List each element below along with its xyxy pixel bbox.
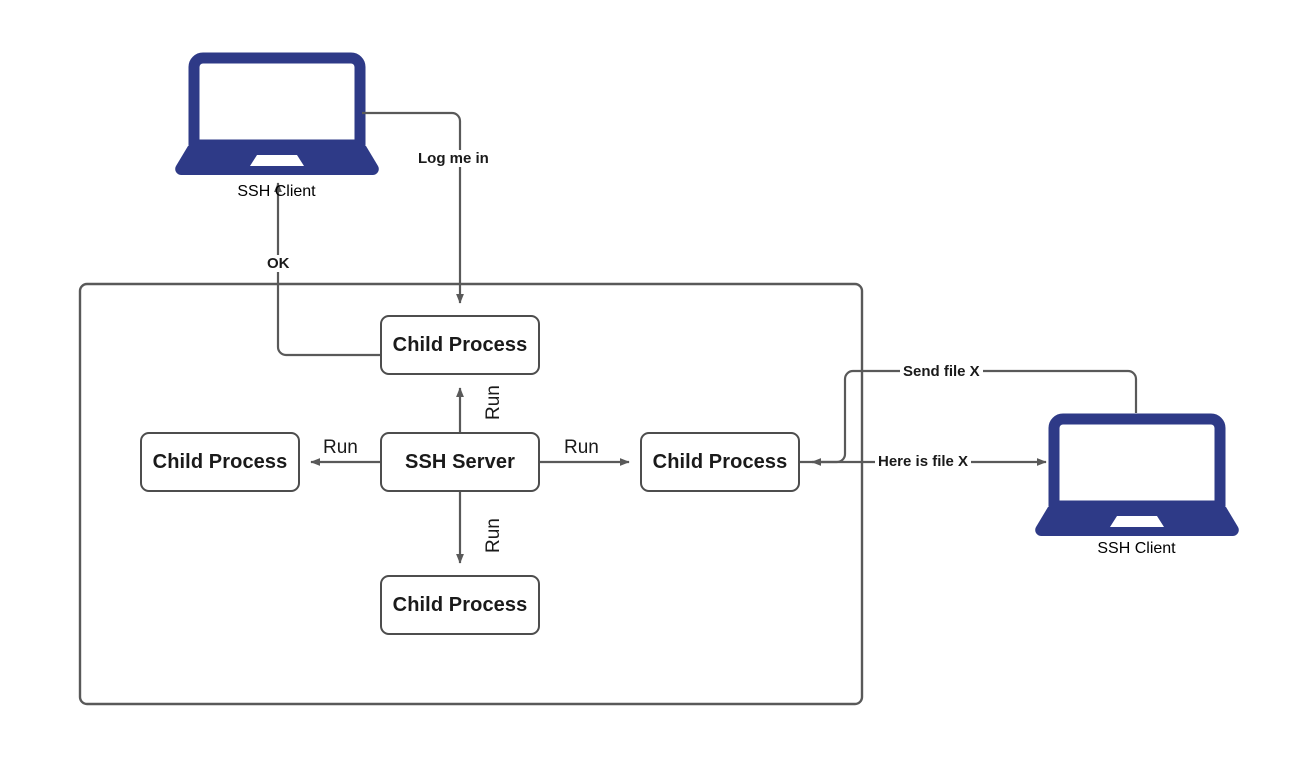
node-label: Child Process [652,450,788,473]
node-label: SSH Server [405,450,515,473]
edge-label-run-up: Run [483,383,505,422]
edge-label-ok: OK [264,255,293,272]
node-label: Child Process [152,450,288,473]
edge-label-send-file-x: Send file X [900,363,983,380]
node-child-process-right[interactable]: Child Process [640,432,800,492]
laptop-icon [175,52,379,175]
node-label: Child Process [392,593,528,616]
device-caption-ssh-client-right: SSH Client [1097,540,1176,557]
node-child-process-left[interactable]: Child Process [140,432,300,492]
connector-log-me-in [362,111,464,304]
edge-label-log-me-in: Log me in [415,150,492,167]
connector-ok [274,182,380,357]
node-child-process-top[interactable]: Child Process [380,315,540,375]
edge-label-run-right: Run [561,437,602,459]
server-host-boundary [78,282,864,706]
edge-label-run-down: Run [483,516,505,555]
edge-label-here-is-file-x: Here is file X [875,453,972,470]
node-ssh-server[interactable]: SSH Server [380,432,540,492]
edge-label-run-left: Run [320,437,361,459]
laptop-icon [1035,413,1239,536]
node-child-process-bottom[interactable]: Child Process [380,575,540,635]
connector-send-file-x [811,369,1138,466]
device-caption-ssh-client-top: SSH Client [237,183,316,200]
node-label: Child Process [392,333,528,356]
